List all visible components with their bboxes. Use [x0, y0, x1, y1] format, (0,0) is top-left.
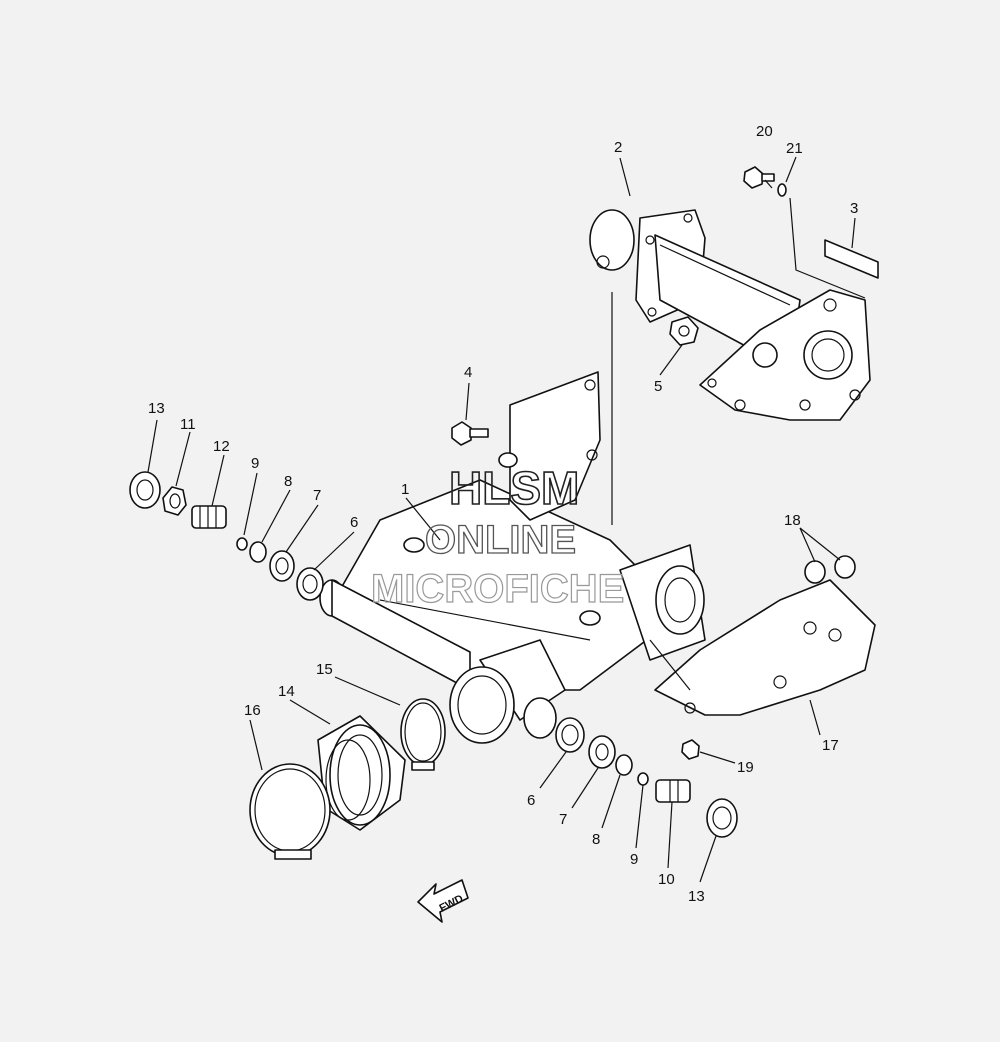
watermark: HLSM ONLINE MICROFICHE — [370, 461, 625, 611]
callout-6-right: 6 — [527, 792, 535, 809]
callout-7-right: 7 — [559, 811, 567, 828]
guard-17 — [654, 579, 876, 716]
callout-9: 9 — [251, 455, 259, 472]
callout-3: 3 — [850, 200, 858, 217]
watermark-line-2: ONLINE — [425, 518, 576, 562]
callout-8-right: 8 — [592, 831, 600, 848]
callout-21: 21 — [786, 140, 803, 157]
pivot-stack-left — [129, 471, 324, 601]
boot-14 — [317, 715, 406, 831]
callout-16: 16 — [244, 702, 261, 719]
callout-7: 7 — [313, 487, 321, 504]
watermark-line-3: MICROFICHE — [371, 567, 624, 611]
callout-17: 17 — [822, 737, 839, 754]
callout-19: 19 — [737, 759, 754, 776]
bolt-4 — [451, 421, 489, 446]
callout-13-right: 13 — [688, 888, 705, 905]
callout-15: 15 — [316, 661, 333, 678]
callout-8: 8 — [284, 473, 292, 490]
callout-10: 10 — [658, 871, 675, 888]
fwd-arrow-icon: FWD — [417, 879, 469, 923]
label-plate-3 — [824, 239, 879, 279]
watermark-line-1: HLSM — [449, 462, 579, 514]
callout-11: 11 — [180, 416, 196, 433]
leader-lines — [147, 156, 866, 883]
clamp-15 — [400, 698, 446, 771]
bolt-and-washer-20-21 — [743, 166, 787, 197]
callout-9-right: 9 — [630, 851, 638, 868]
callout-13: 13 — [148, 400, 165, 417]
callout-1: 1 — [401, 481, 409, 498]
callout-2: 2 — [614, 139, 622, 156]
clamp-16 — [249, 763, 331, 860]
callout-5: 5 — [654, 378, 662, 395]
swing-arm — [319, 371, 706, 744]
caps-18 — [804, 555, 856, 584]
pivot-stack-right — [555, 717, 738, 838]
axle-housing — [589, 209, 871, 421]
bolt-19 — [681, 739, 700, 760]
callout-6: 6 — [350, 514, 358, 531]
callout-labels: 1 2 3 4 5 6 7 8 9 10 11 12 13 14 15 16 1… — [148, 123, 858, 905]
callout-12: 12 — [213, 438, 230, 455]
callout-20: 20 — [756, 123, 773, 140]
axle-nut — [669, 316, 699, 346]
callout-4: 4 — [464, 364, 472, 381]
callout-18: 18 — [784, 512, 801, 529]
callout-14: 14 — [278, 683, 295, 700]
